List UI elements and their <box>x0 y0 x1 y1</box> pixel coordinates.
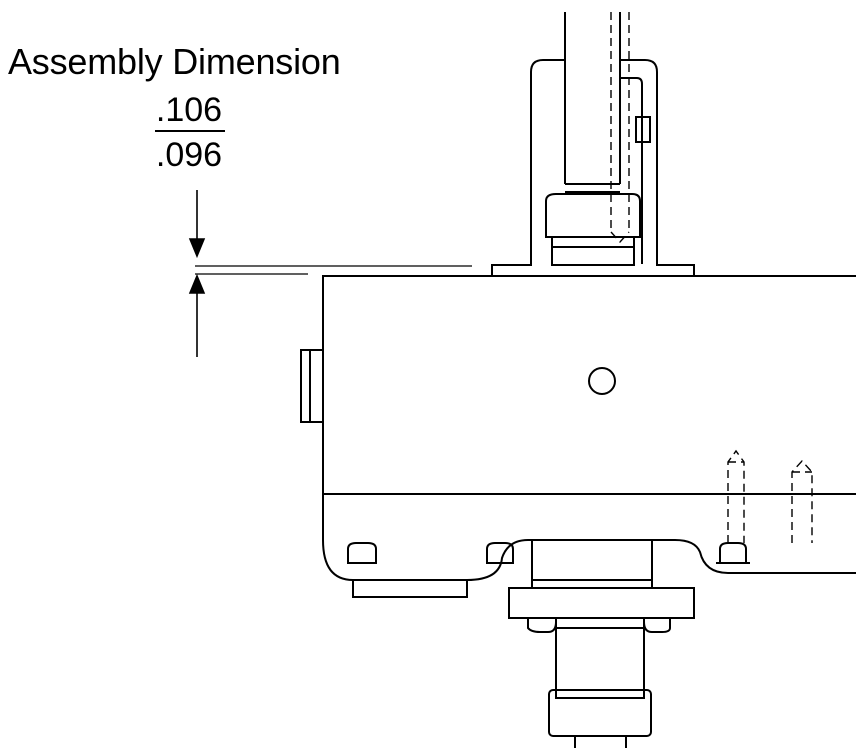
lower-fitting-nut-left <box>527 618 557 633</box>
bottom-bolt-1 <box>347 542 377 564</box>
hidden-pin-1 <box>727 449 745 543</box>
side-knob-outer <box>300 349 324 423</box>
lower-fitting-flange <box>508 587 695 619</box>
upper-clamp-right-lip <box>620 77 643 264</box>
hidden-pins <box>727 449 813 543</box>
main-block-bottom-profile <box>352 539 856 598</box>
upper-clamp-base-block <box>551 236 635 266</box>
main-block-outline <box>322 275 856 581</box>
dimension-arrows <box>188 190 206 357</box>
upper-clamp-screw <box>635 116 651 143</box>
main-block <box>300 275 856 598</box>
annotation-title: Assembly Dimension <box>8 41 341 82</box>
bottom-bolt-2 <box>486 542 514 564</box>
upper-clamp <box>491 12 695 277</box>
lower-fitting <box>508 539 695 748</box>
lower-fitting-nut-right <box>643 618 671 633</box>
upper-tolerance: .106 <box>155 91 223 129</box>
lower-tolerance: .096 <box>155 136 223 174</box>
hidden-pin-2 <box>791 459 813 543</box>
fraction-divider <box>155 130 225 132</box>
lower-fitting-tip <box>548 689 652 737</box>
upper-clamp-collar <box>545 193 641 238</box>
side-knob-inner <box>309 349 324 423</box>
upper-clamp-hidden-lines <box>610 12 630 244</box>
top-dimension-arrowhead <box>188 238 206 259</box>
bottom-dimension-arrowhead <box>188 273 206 294</box>
main-block-hole <box>588 367 616 395</box>
hidden-line-shaft-tip <box>610 231 630 244</box>
lower-fitting-stem <box>555 617 645 699</box>
extension-lines <box>195 265 472 275</box>
bottom-bolt-3 <box>719 542 747 564</box>
